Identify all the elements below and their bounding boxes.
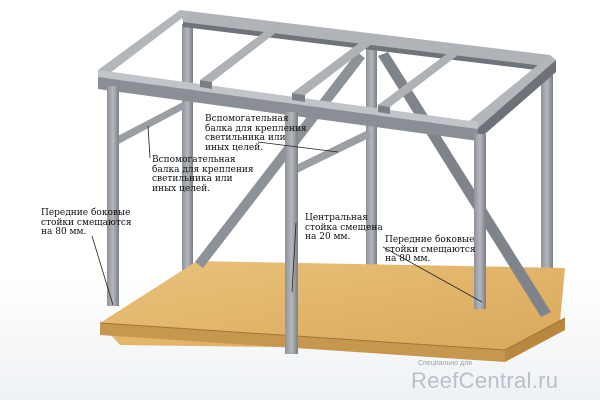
back-left-post — [182, 24, 193, 270]
front-left-post — [107, 86, 119, 306]
cross-beam-1 — [200, 23, 286, 82]
cross-beam-2 — [292, 35, 381, 95]
annotation-beam-lower: Вспомогательная балка для крепления свет… — [152, 155, 254, 194]
leader-front-right — [382, 246, 483, 303]
back-center-post — [366, 48, 377, 270]
board-right-edge — [505, 318, 565, 362]
watermark-site: ReefCentral.ru — [411, 368, 559, 393]
front-posts — [107, 86, 486, 354]
annotation-central-post: Центральная стойка смещена на 20 мм. — [305, 213, 383, 242]
aux-beam-left — [110, 102, 186, 147]
cross-beam-3 — [378, 47, 466, 107]
leader-central — [291, 222, 297, 293]
leader-lines — [91, 125, 483, 306]
back-posts — [182, 24, 553, 330]
auxiliary-beams — [110, 102, 371, 175]
top-frame — [98, 10, 556, 141]
annotation-beam-upper: Вспомогательная балка для крепления свет… — [205, 114, 307, 153]
annotation-front-right-posts: Передние боковые стойки смещаются на 80 … — [385, 235, 476, 264]
board-front-edge — [100, 323, 505, 362]
watermark-caption: Специально для — [418, 360, 472, 367]
leader-beam-upper — [257, 141, 339, 153]
leader-beam-lower — [147, 125, 151, 159]
front-right-post — [474, 134, 486, 309]
aux-beam-right — [290, 130, 371, 175]
annotation-front-left-posts: Передние боковые стойки смещаются на 80 … — [41, 208, 132, 237]
leader-front-left — [91, 235, 114, 306]
back-right-post — [541, 60, 553, 330]
front-center-post — [285, 112, 298, 354]
